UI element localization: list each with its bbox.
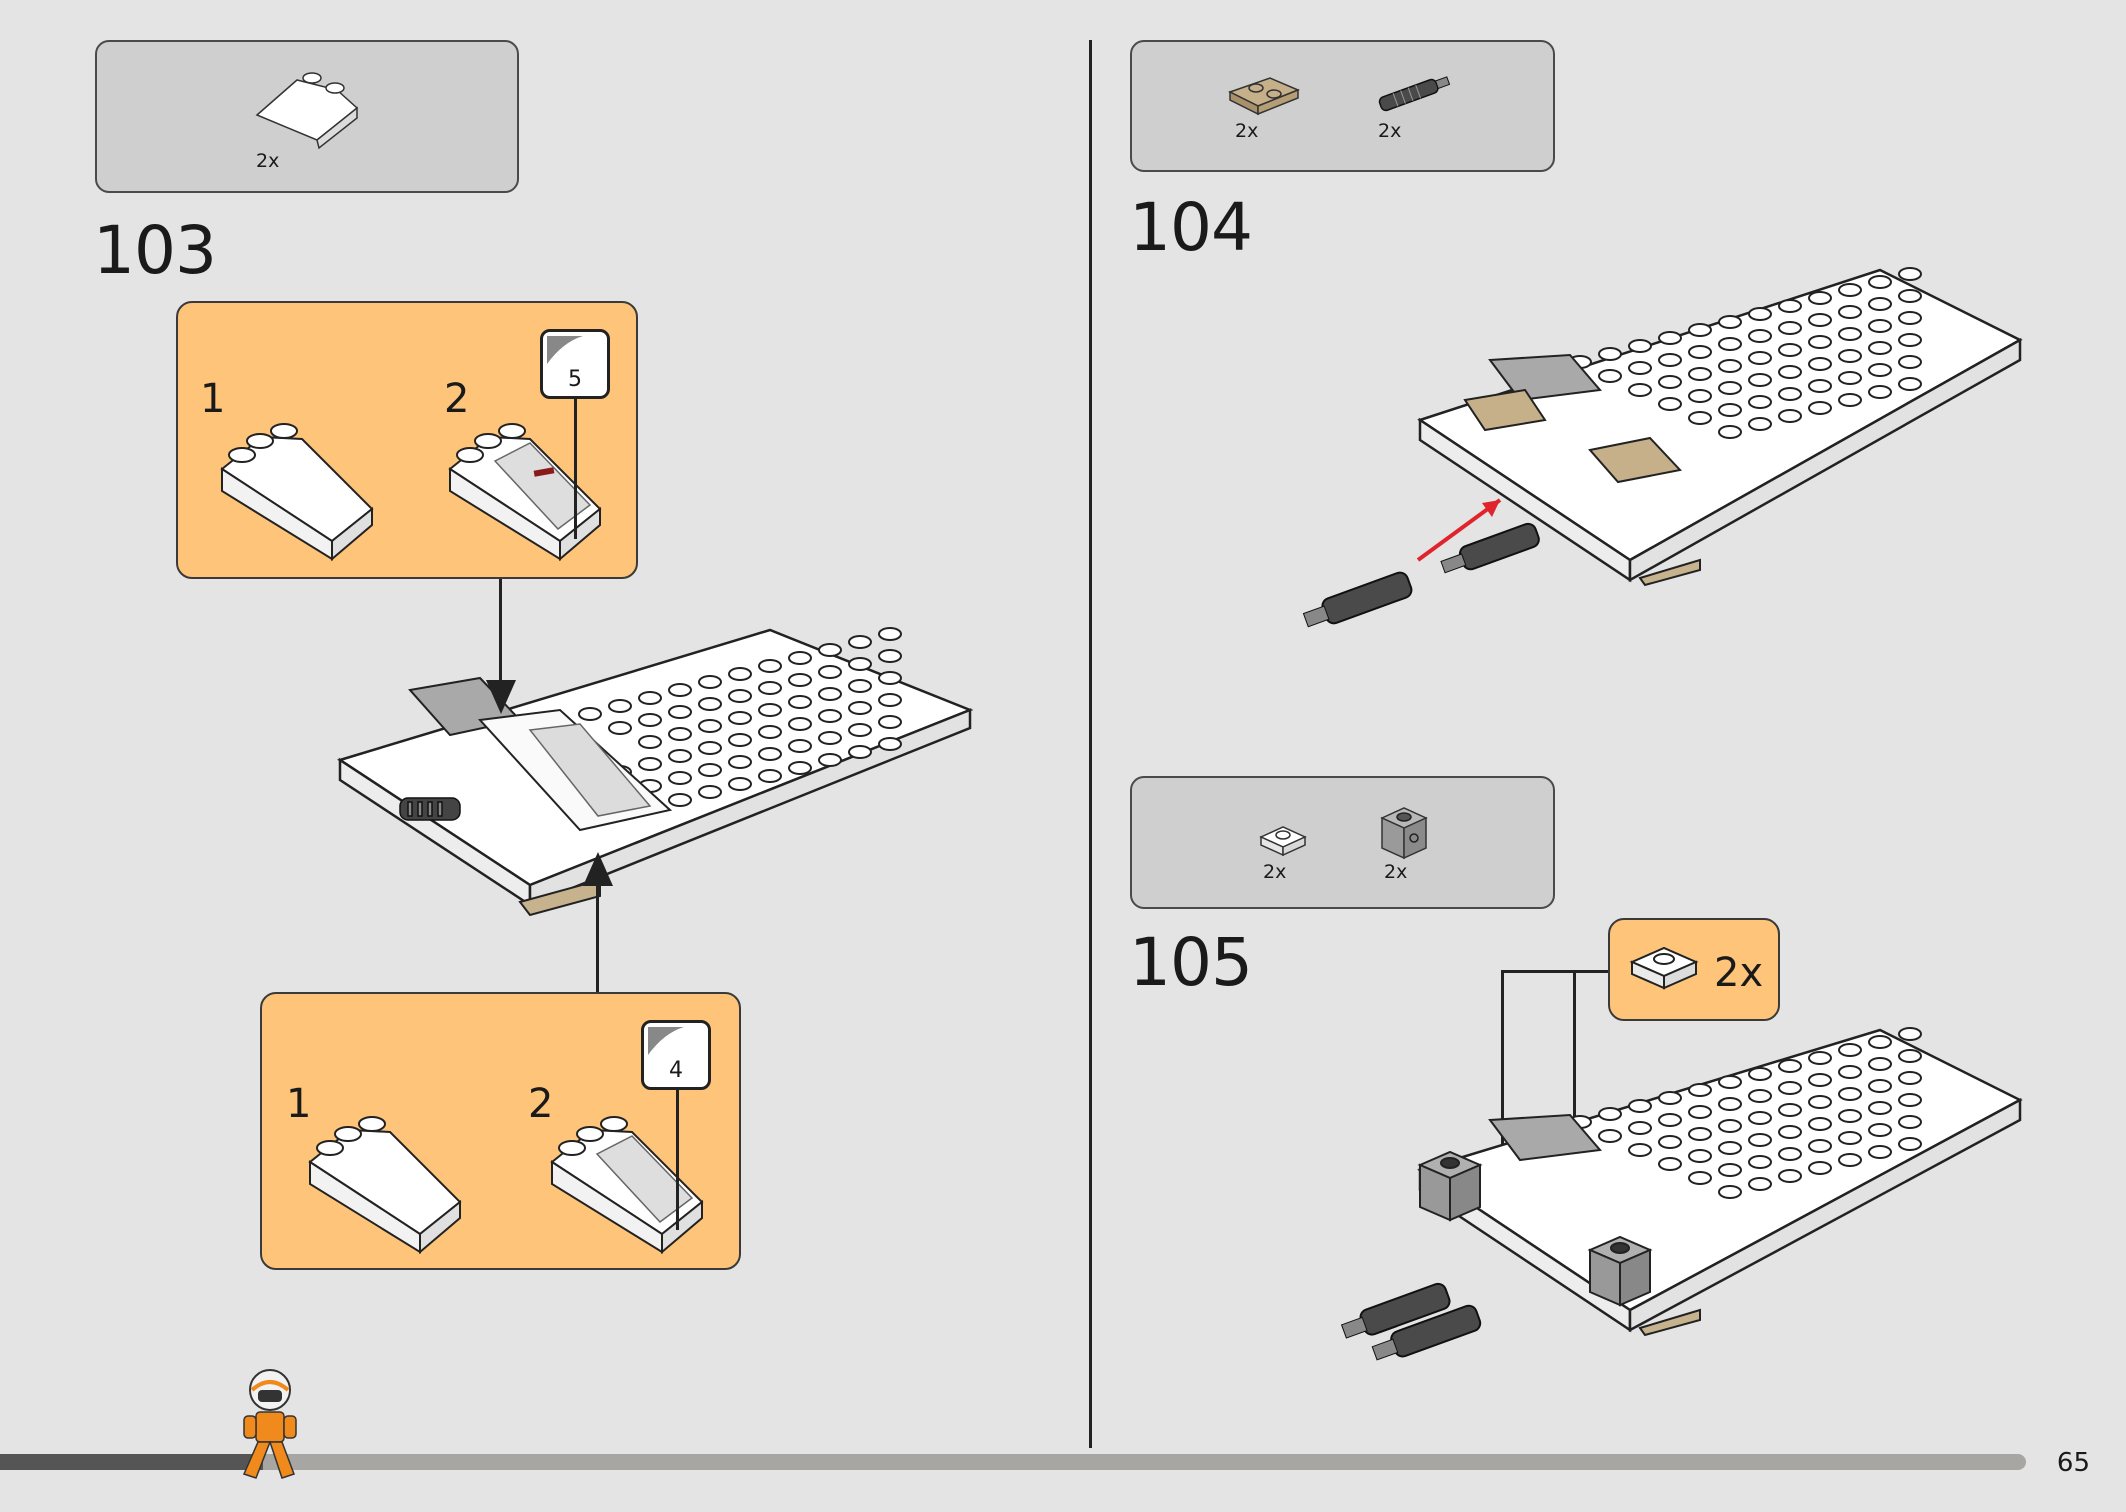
assembly-arrow-line — [499, 579, 502, 683]
callout-leader-line — [1501, 970, 1608, 973]
submodel-callout-bottom: 1 2 4 — [260, 992, 741, 1270]
part-quantity: 2x — [1263, 861, 1287, 883]
arrow-down-icon — [486, 680, 516, 714]
sticker-leader-line — [574, 399, 577, 539]
page-divider — [1089, 40, 1092, 1448]
sticker-number-tag: 4 — [641, 1020, 711, 1090]
white-slope-brick-icon — [308, 1116, 462, 1255]
submodel-callout-top: 1 2 5 — [176, 301, 638, 579]
wing-assembly-model-step-104 — [1302, 267, 2023, 628]
part-quantity: 2x — [1235, 120, 1259, 142]
wing-assembly-model-step-105 — [1340, 1027, 2023, 1361]
step-number-104: 104 — [1129, 189, 1253, 266]
white-slope-brick-with-sticker-icon — [550, 1116, 704, 1255]
substep-1-label: 1 — [286, 1081, 312, 1127]
callout-quantity: 2x — [1714, 950, 1764, 996]
part-quantity: 2x — [256, 150, 280, 172]
white-slope-brick-icon — [255, 72, 359, 150]
substep-2-label: 2 — [528, 1081, 554, 1127]
progress-bar-fill — [0, 1454, 264, 1470]
arrow-up-icon — [583, 852, 613, 886]
progress-bar — [0, 1454, 2026, 1470]
step-number-105: 105 — [1129, 924, 1253, 1001]
white-slope-brick-icon — [220, 423, 374, 562]
part-quantity: 2x — [1378, 120, 1402, 142]
parts-list-step-104: 2x 2x — [1130, 40, 1555, 172]
parts-list-step-105: 2x 2x — [1130, 776, 1555, 909]
assembly-arrow-line — [596, 885, 599, 992]
sticker-leader-line — [676, 1090, 679, 1230]
callout-leader-line — [1501, 970, 1504, 1178]
page-number: 65 — [2056, 1448, 2090, 1478]
white-round-plate-icon — [1259, 826, 1307, 857]
dark-grey-connector-pin-icon — [1378, 76, 1451, 112]
grey-brick-with-stud-icon — [1380, 807, 1428, 860]
white-slope-brick-with-sticker-icon — [448, 423, 602, 562]
substep-1-label: 1 — [200, 376, 226, 422]
parts-list-step-103: 2x — [95, 40, 519, 193]
part-callout-step-105: 2x — [1608, 918, 1780, 1021]
minifigure-pilot-icon — [242, 1369, 297, 1479]
tan-plate-1x2-icon — [1228, 77, 1300, 116]
part-quantity: 2x — [1384, 861, 1408, 883]
wing-assembly-model — [337, 627, 974, 917]
step-number-103: 103 — [93, 212, 217, 289]
sticker-number-tag: 5 — [540, 329, 610, 399]
callout-leader-line — [1573, 970, 1576, 1226]
substep-2-label: 2 — [444, 376, 470, 422]
white-round-plate-icon — [1629, 946, 1699, 990]
